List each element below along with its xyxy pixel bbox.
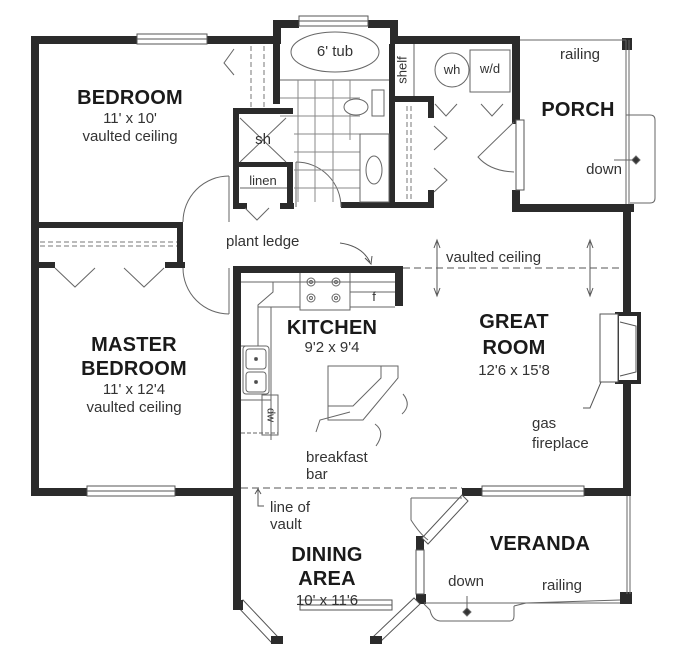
- porch-railing-label: railing: [559, 46, 601, 63]
- bathroom-fixtures: [239, 31, 511, 203]
- great-room-name-2: ROOM: [482, 337, 546, 359]
- kitchen-name: KITCHEN: [286, 317, 378, 339]
- great-room-dims: 12'6 x 15'8: [478, 362, 550, 379]
- door-swings: [54, 48, 515, 541]
- master-bedroom-name-1: MASTER: [91, 334, 177, 356]
- closet-shelves: [40, 46, 412, 247]
- room-bedroom: BEDROOM 11' x 10' vaulted ceiling: [77, 88, 183, 144]
- porch-outline: [520, 39, 656, 204]
- gas-fireplace-label-2: fireplace: [532, 435, 589, 452]
- kitchen-counters: [241, 273, 408, 447]
- porch-down-label: down: [586, 161, 622, 178]
- master-bedroom-dims: 11' x 12'4: [102, 381, 166, 398]
- dining-name-1: DINING: [291, 544, 363, 566]
- washer-dryer-label: w/d: [479, 61, 501, 76]
- room-porch: PORCH: [541, 100, 614, 120]
- bedroom-dims: 11' x 10': [103, 110, 157, 127]
- ceiling-arrows: [254, 238, 594, 507]
- bedroom-note: vaulted ceiling: [82, 128, 178, 145]
- walls: [31, 20, 641, 608]
- shower-label: sh: [255, 131, 271, 148]
- breakfast-bar-label-1: breakfast: [306, 449, 368, 466]
- dishwasher-label: dw: [264, 407, 277, 423]
- room-kitchen: KITCHEN 9'2 x 9'4: [287, 318, 377, 355]
- kitchen-dims: 9'2 x 9'4: [304, 339, 360, 356]
- windows: [86, 15, 585, 643]
- linen-label: linen: [249, 173, 277, 188]
- water-heater-label: wh: [443, 62, 461, 77]
- veranda-down-label: down: [448, 573, 484, 590]
- veranda-railing-label: railing: [541, 577, 583, 594]
- vault-lines: [241, 267, 623, 489]
- line-of-vault-label-1: line of: [270, 499, 311, 516]
- veranda-name: VERANDA: [489, 533, 591, 555]
- master-bedroom-note: vaulted ceiling: [86, 399, 182, 416]
- room-great-room: GREAT ROOM 12'6 x 15'8: [478, 312, 550, 378]
- gas-fireplace-label-1: gas: [532, 415, 557, 432]
- room-dining-area: DINING AREA 10' x 11'6: [291, 545, 362, 608]
- room-veranda: VERANDA: [490, 534, 590, 554]
- vaulted-ceiling-label: vaulted ceiling: [446, 249, 542, 266]
- line-of-vault-label-2: vault: [270, 516, 302, 533]
- bedroom-name: BEDROOM: [77, 87, 183, 109]
- room-master-bedroom: MASTER BEDROOM 11' x 12'4 vaulted ceilin…: [81, 335, 187, 415]
- dining-name-2: AREA: [298, 568, 356, 590]
- veranda-outline: [423, 496, 631, 622]
- shelf-label: shelf: [394, 56, 410, 84]
- tub-label: 6' tub: [316, 43, 354, 60]
- great-room-name-1: GREAT: [479, 311, 549, 333]
- porch-name: PORCH: [541, 99, 615, 121]
- plant-ledge-label: plant ledge: [226, 233, 300, 250]
- fireplace: [583, 313, 637, 409]
- master-bedroom-name-2: BEDROOM: [81, 358, 187, 380]
- breakfast-bar-label-2: bar: [306, 466, 328, 483]
- fridge-label: f: [372, 289, 376, 304]
- dining-dims: 10' x 11'6: [295, 592, 359, 609]
